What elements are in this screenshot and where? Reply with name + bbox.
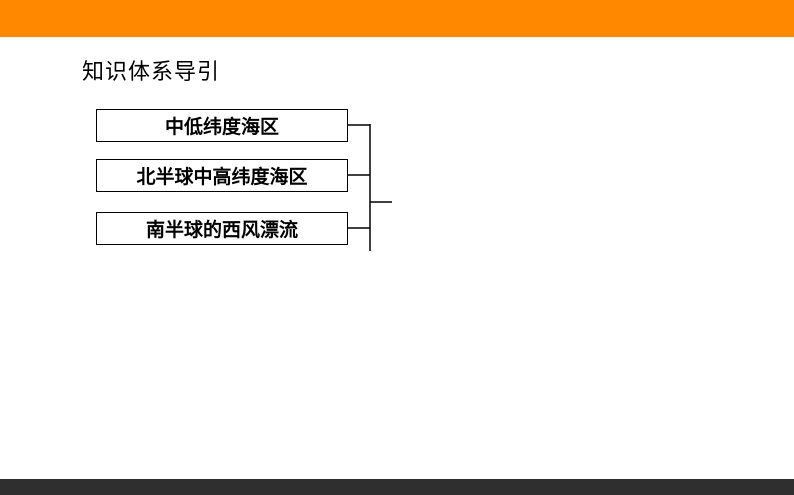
top-accent-bar <box>0 0 794 37</box>
diagram-node-westerly-drift: 南半球的西风漂流 <box>96 212 348 245</box>
bottom-bar <box>0 479 794 495</box>
node-label: 南半球的西风漂流 <box>145 219 298 241</box>
page-title: 知识体系导引 <box>82 60 221 85</box>
node-label: 中低纬度海区 <box>164 116 279 138</box>
diagram-node-low-mid-latitude: 中低纬度海区 <box>96 109 348 142</box>
diagram-node-north-mid-high-latitude: 北半球中高纬度海区 <box>96 159 348 192</box>
node-label: 北半球中高纬度海区 <box>136 166 308 188</box>
